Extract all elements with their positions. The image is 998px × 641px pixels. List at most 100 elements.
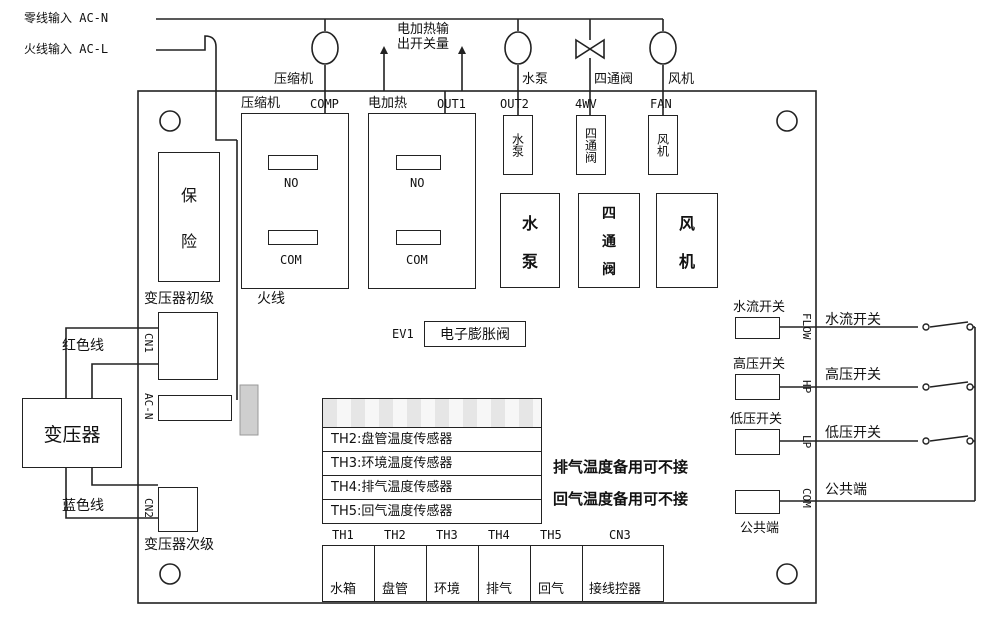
live-input-label: 火线输入 AC-L [24,42,109,56]
out2-port-code: OUT2 [500,97,529,111]
relay-com-contact [396,230,441,245]
fuse-module: 保 险 [158,152,220,282]
mounting-hole [776,110,798,132]
lp-code: LP [800,435,813,449]
neutral-input-label: 零线输入 AC-N [24,11,109,25]
sensor-row: TH5:回气温度传感器 [331,504,453,519]
sensor-table-header [323,399,541,428]
blue-wire-label: 蓝色线 [62,498,104,514]
relay-com-contact [268,230,318,245]
return-note: 回气温度备用可不接 [553,490,689,508]
relay-no-contact [268,155,318,170]
pump-motor-symbol [504,31,532,65]
connector-bottom-label: 水箱 [330,582,357,597]
lp-switch-label: 低压开关 [730,412,783,427]
fan-module-char: 机 [678,251,695,271]
lp-switch-external: 低压开关 [825,425,881,441]
pump-terminal: 水泵 [503,115,533,175]
relay-com-label: COM [406,253,428,267]
cn3-connector: CN3 接线控器 [582,528,664,602]
live-wire-label: 火线 [257,291,285,307]
cn1-connector [158,312,218,380]
pump-module-char: 泵 [521,251,538,271]
fuse-char: 保 [180,186,197,205]
heater-port-name: 电加热 [368,96,408,111]
connector-top-label: TH3 [436,528,458,542]
relay-no-label: NO [410,176,425,190]
flow-switch-terminal [735,317,780,339]
com-code: COM [800,488,813,508]
cn2-connector [158,487,198,532]
sensor-row: TH4:排气温度传感器 [323,476,541,500]
ev1-label: 电子膨胀阀 [440,327,510,343]
th1-connector: TH1 水箱 [322,528,374,602]
mounting-hole [159,563,181,585]
compressor-port-name: 压缩机 [241,96,281,111]
transformer-secondary-label: 变压器次级 [144,537,214,553]
valve-module: 四 通 阀 [578,193,640,288]
comp-port-code: COMP [310,97,339,111]
connector-top-label: TH4 [488,528,510,542]
4wv-port-code: 4WV [575,97,597,111]
valve-terminal-label: 四通阀 [583,127,598,163]
valve-module-char: 阀 [602,261,616,278]
connector-top-label: TH5 [540,528,562,542]
connector-bottom-label: 环境 [434,582,461,597]
heater-relay [368,113,476,289]
fuse-char: 险 [180,232,197,251]
fan-module: 风 机 [656,193,718,288]
th5-connector: TH5 回气 [530,528,582,602]
exhaust-note: 排气温度备用可不接 [553,458,689,476]
connector-bottom-label: 接线控器 [589,582,642,597]
common-external: 公共端 [825,482,867,498]
hp-switch-terminal [735,374,780,400]
acn-label: AC-N [142,393,155,420]
compressor-motor-symbol [311,31,339,65]
pump-terminal-label: 水泵 [510,133,525,157]
red-wire-label: 红色线 [62,338,104,354]
compressor-load-label: 压缩机 [274,72,314,87]
out1-port-code: OUT1 [437,97,466,111]
fan-port-code: FAN [650,97,672,111]
fan-motor-symbol [649,31,677,65]
connector-top-label: TH2 [384,528,406,542]
relay-no-label: NO [284,176,299,190]
connector-bottom-label: 盘管 [382,582,409,597]
sensor-table: TH2:盘管温度传感器 TH3:环境温度传感器 TH4:排气温度传感器 TH5:… [322,398,542,524]
relay-com-label: COM [280,253,302,267]
fan-terminal: 风机 [648,115,678,175]
valve-load-label: 四通阀 [594,72,634,87]
valve-module-char: 四 [602,205,616,222]
four-way-valve-symbol [575,38,592,60]
acn-terminal [158,395,232,421]
th4-connector: TH4 排气 [478,528,530,602]
th2-connector: TH2 盘管 [374,528,426,602]
hp-switch-label: 高压开关 [733,357,786,372]
valve-module-char: 通 [602,233,616,250]
sensor-row: TH2:盘管温度传感器 [323,428,541,452]
hp-code: HP [800,380,813,394]
cn2-label: CN2 [142,498,155,518]
connector-bottom-label: 回气 [538,582,565,597]
pump-load-label: 水泵 [522,72,549,87]
connector-bottom-label: 排气 [486,582,513,597]
connector-top-label: TH1 [332,528,354,542]
fan-terminal-label: 风机 [655,133,670,157]
control-board [137,90,817,604]
mounting-hole [159,110,181,132]
flow-switch-external: 水流开关 [825,312,881,328]
ev1-code: EV1 [392,327,414,341]
fan-module-char: 风 [678,213,695,233]
ev1-expansion-valve: 电子膨胀阀 [424,321,526,347]
heater-output-label: 电加热输 出开关量 [396,22,449,52]
pump-module-char: 水 [521,213,538,233]
mounting-hole [776,563,798,585]
hp-switch-external: 高压开关 [825,367,881,383]
relay-no-contact [396,155,441,170]
compressor-relay [241,113,349,289]
transformer-primary-label: 变压器初级 [144,291,214,307]
common-below-label: 公共端 [740,521,780,536]
sensor-connectors: TH1 水箱 TH2 盘管 TH3 环境 TH4 排气 TH5 回气 CN3 接… [322,528,664,602]
fan-load-label: 风机 [668,72,695,87]
